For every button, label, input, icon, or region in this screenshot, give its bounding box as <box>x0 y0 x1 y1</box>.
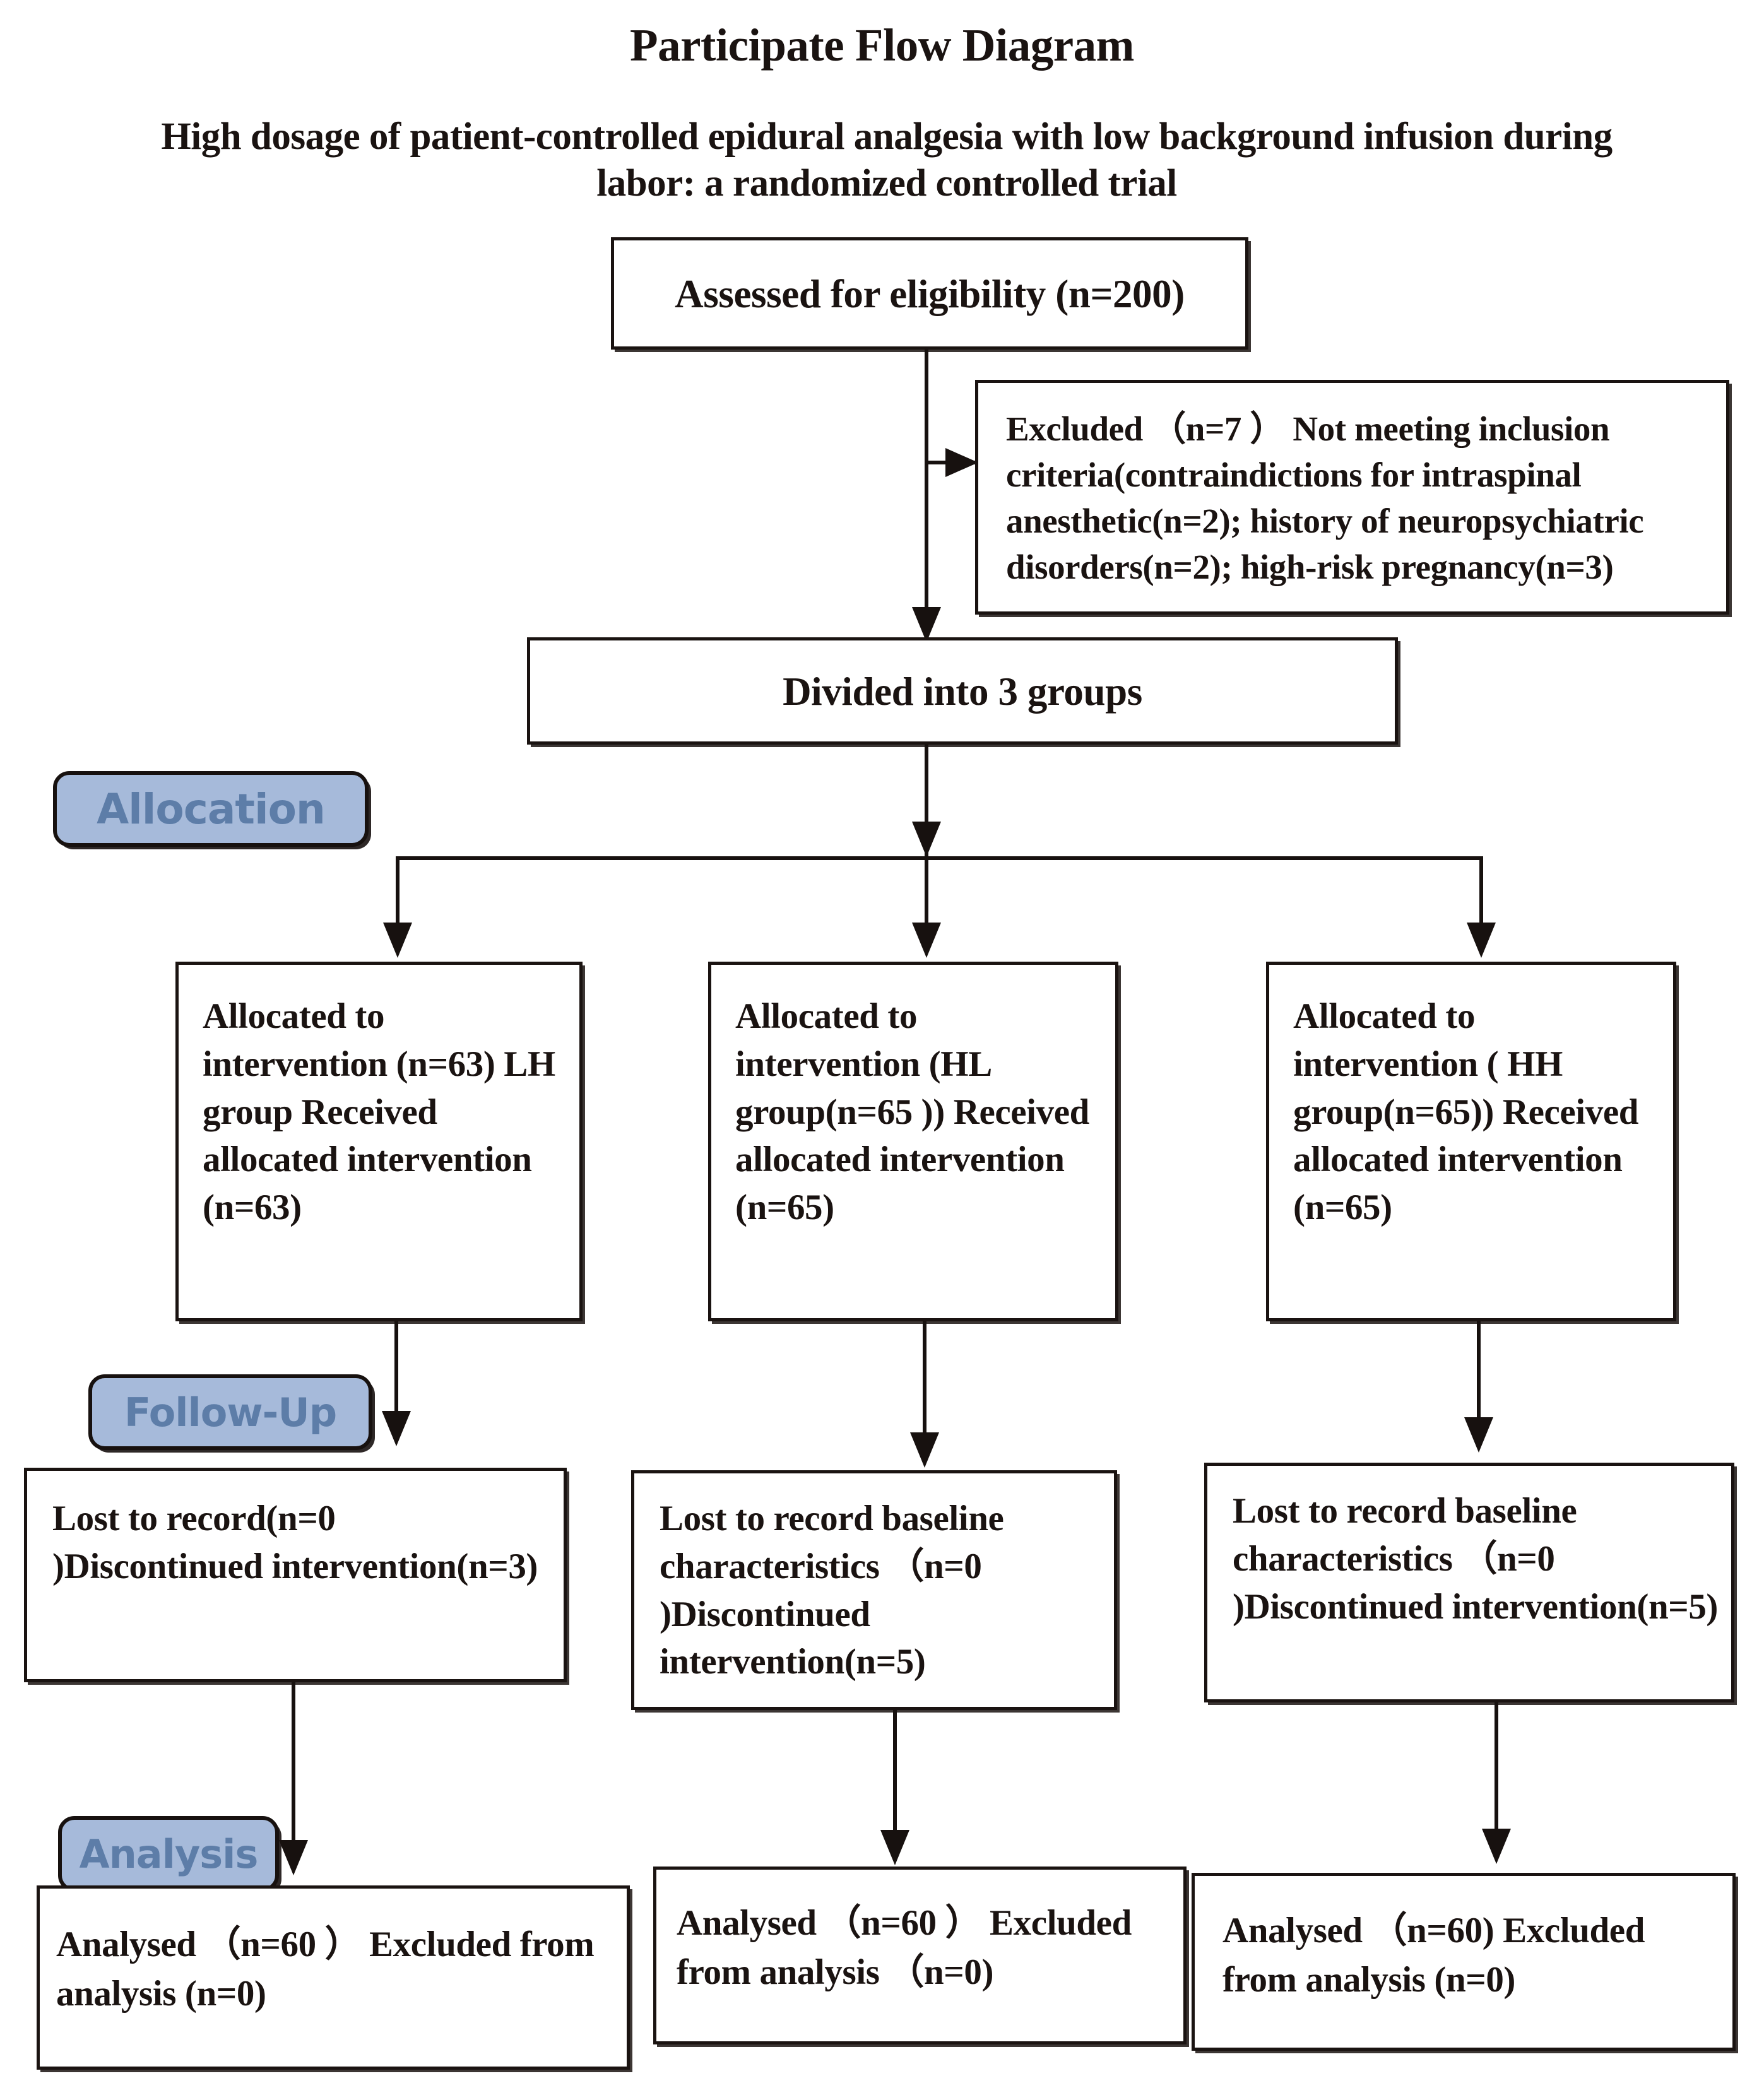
arrowhead-assessed-to-excluded <box>945 448 978 477</box>
connector-hh-alloc-to-followup <box>1477 1321 1481 1432</box>
arrowhead-hh-followup-to-analysis <box>1482 1829 1511 1864</box>
connector-hl-alloc-to-followup <box>923 1321 926 1435</box>
analysis-box-hh: Analysed （n=60) Excluded from analysis (… <box>1192 1873 1736 2051</box>
connector-assessed-to-divided <box>925 350 928 616</box>
connector-divided-to-split <box>925 745 928 859</box>
connector-hh-followup-to-analysis <box>1495 1702 1498 1851</box>
followup-box-lh-text: Lost to record(n=0 )Discontinued interve… <box>52 1499 538 1586</box>
allocation-box-lh-text: Allocated to intervention (n=63) LH grou… <box>203 996 555 1228</box>
allocation-box-hl: Allocated to intervention (HL group(n=65… <box>708 962 1118 1321</box>
assessed-for-eligibility-text: Assessed for eligibility (n=200) <box>675 272 1185 316</box>
analysis-box-hl: Analysed （n=60 ） Excluded from analysis … <box>653 1867 1187 2044</box>
followup-box-hl: Lost to record baseline characteristics … <box>631 1470 1117 1710</box>
allocation-box-hl-text: Allocated to intervention (HL group(n=65… <box>735 996 1089 1228</box>
connector-split-to-lh <box>396 856 400 945</box>
arrowhead-lh-followup-to-analysis <box>279 1840 308 1875</box>
stage-badge-allocation-label: Allocation <box>97 784 326 834</box>
stage-badge-follow-up: Follow-Up <box>88 1374 372 1450</box>
analysis-box-hh-text: Analysed （n=60) Excluded from analysis (… <box>1222 1911 1645 2000</box>
allocation-box-lh: Allocated to intervention (n=63) LH grou… <box>175 962 583 1321</box>
analysis-box-lh: Analysed （n=60 ） Excluded from analysis … <box>37 1885 630 2070</box>
arrowhead-lh-alloc-to-followup <box>382 1411 411 1446</box>
arrowhead-divided-to-split <box>912 822 941 857</box>
stage-badge-analysis-label: Analysis <box>79 1831 259 1877</box>
arrowhead-split-to-hh <box>1467 923 1496 958</box>
allocation-box-hh-text: Allocated to intervention ( HH group(n=6… <box>1293 996 1639 1228</box>
allocation-split-bar <box>398 856 1483 860</box>
analysis-box-lh-text: Analysed （n=60 ） Excluded from analysis … <box>56 1925 595 2014</box>
arrowhead-split-to-lh <box>383 923 412 958</box>
connector-split-to-hl <box>925 856 928 945</box>
page-title: Participate Flow Diagram <box>630 20 1134 71</box>
connector-lh-followup-to-analysis <box>292 1682 295 1860</box>
stage-badge-analysis: Analysis <box>58 1816 279 1892</box>
stage-badge-follow-up-label: Follow-Up <box>124 1389 337 1436</box>
arrowhead-assessed-to-divided <box>912 607 941 642</box>
divided-into-groups-text: Divided into 3 groups <box>783 669 1142 714</box>
excluded-box: Excluded （n=7 ） Not meeting inclusion cr… <box>975 380 1729 615</box>
followup-box-lh: Lost to record(n=0 )Discontinued interve… <box>24 1468 567 1682</box>
followup-box-hh: Lost to record baseline characteristics … <box>1204 1463 1734 1702</box>
connector-split-to-hh <box>1479 856 1483 945</box>
connector-hl-followup-to-analysis <box>893 1710 897 1856</box>
allocation-box-hh: Allocated to intervention ( HH group(n=6… <box>1266 962 1676 1321</box>
assessed-for-eligibility-box: Assessed for eligibility (n=200) <box>611 237 1248 350</box>
arrowhead-hl-followup-to-analysis <box>880 1830 909 1865</box>
divided-into-groups-box: Divided into 3 groups <box>527 637 1398 745</box>
arrowhead-split-to-hl <box>912 923 941 958</box>
arrowhead-hl-alloc-to-followup <box>910 1432 939 1468</box>
study-subtitle: High dosage of patient-controlled epidur… <box>161 115 1613 205</box>
arrowhead-hh-alloc-to-followup <box>1464 1417 1493 1453</box>
connector-lh-alloc-to-followup <box>394 1321 398 1432</box>
followup-box-hh-text: Lost to record baseline characteristics … <box>1233 1491 1719 1627</box>
followup-box-hl-text: Lost to record baseline characteristics … <box>660 1499 1004 1682</box>
analysis-box-hl-text: Analysed （n=60 ） Excluded from analysis … <box>677 1903 1132 1992</box>
excluded-text: Excluded （n=7 ） Not meeting inclusion cr… <box>1006 410 1644 587</box>
stage-badge-allocation: Allocation <box>53 771 369 847</box>
